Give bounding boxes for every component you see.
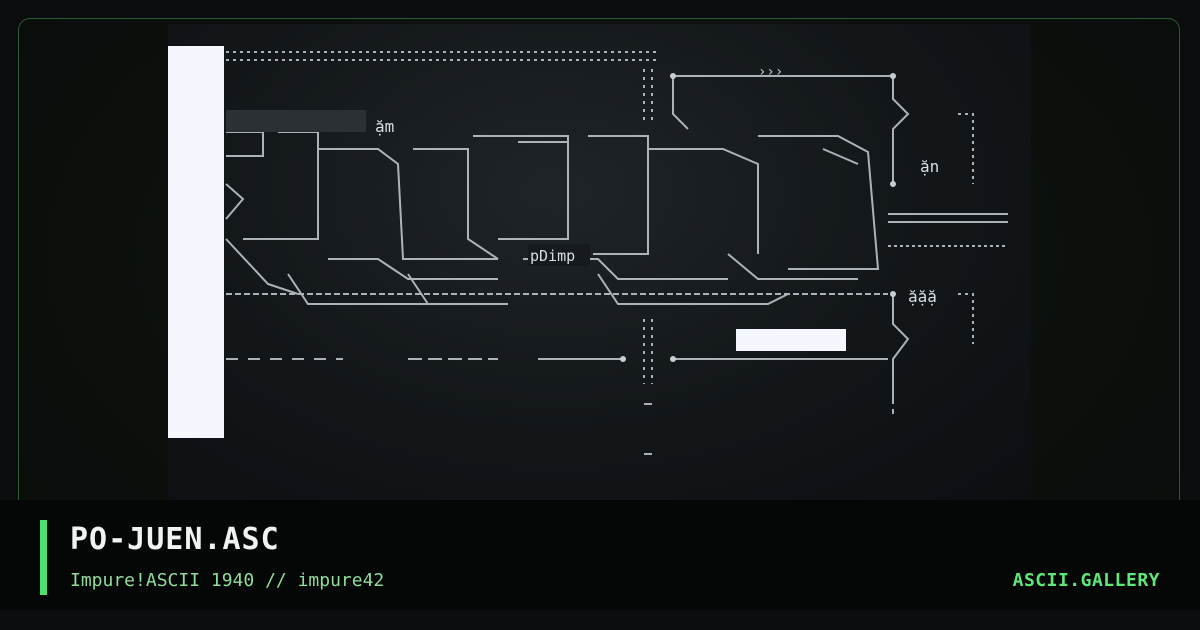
- ascii-label-an: ặn: [920, 157, 939, 176]
- label-highlight: [226, 110, 366, 132]
- ascii-label-pdimp: pDimp: [530, 247, 575, 265]
- ascii-nodes: [620, 73, 896, 362]
- ascii-art-canvas: ››› ặm ặn ặặặ pDimp: [168, 46, 1008, 455]
- white-block-right: [736, 329, 846, 351]
- ascii-arrow-marker: ›››: [758, 64, 783, 80]
- site-name-link[interactable]: ASCII.GALLERY: [1012, 570, 1160, 591]
- caption-panel: [0, 500, 1200, 610]
- white-block-left: [168, 46, 224, 438]
- ascii-art-preview[interactable]: ››› ặm ặn ặặặ pDimp: [168, 24, 1031, 500]
- ascii-label-am: ặm: [375, 117, 394, 136]
- artwork-title: PO-JUEN.ASC: [70, 522, 280, 557]
- accent-bar: [40, 520, 47, 595]
- ascii-label-aaa: ặặặ: [908, 287, 937, 306]
- pdimp-box: [528, 244, 590, 266]
- artwork-byline: Impure!ASCII 1940 // impure42: [70, 570, 385, 591]
- ascii-linework: [225, 51, 1008, 455]
